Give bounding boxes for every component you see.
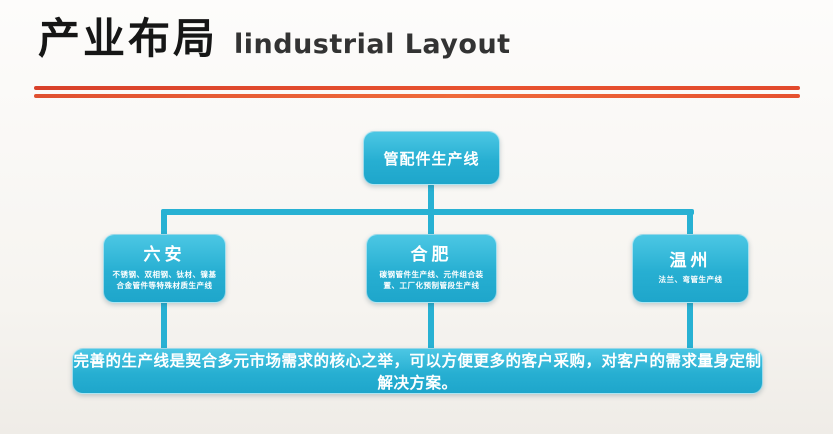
node-root-label: 管配件生产线: [383, 149, 480, 168]
connector-drop-wenzhou: [687, 212, 693, 236]
summary-text: 完善的生产线是契合多元市场需求的核心之举，可以方便更多的客户采购，对客户的需求量…: [73, 352, 762, 392]
node-branch-wenzhou: 温州 法兰、弯管生产线: [632, 234, 749, 303]
connector-down-hefei: [428, 301, 434, 350]
connector-drop-luan: [161, 212, 167, 236]
branch-name: 温州: [669, 250, 712, 271]
node-branch-luan: 六安 不锈钢、双相钢、钛材、镍基合金管件等特殊材质生产线: [103, 234, 226, 303]
branch-name: 合肥: [410, 245, 453, 266]
title-rule-top: [34, 86, 800, 90]
branch-name: 六安: [143, 245, 186, 266]
summary-bar: 完善的生产线是契合多元市场需求的核心之举，可以方便更多的客户采购，对客户的需求量…: [72, 348, 763, 394]
connector-down-luan: [161, 301, 167, 350]
node-branch-hefei: 合肥 碳钢管件生产线、元件组合装置、工厂化预制管段生产线: [366, 234, 497, 303]
connector-down-wenzhou: [687, 301, 693, 350]
connector-drop-hefei: [428, 212, 434, 236]
page-title: 产业布局 lindustrial Layout: [38, 14, 511, 64]
page-title-zh: 产业布局: [38, 14, 219, 63]
node-root-pipe-fittings-line: 管配件生产线: [363, 131, 500, 185]
branch-desc: 碳钢管件生产线、元件组合装置、工厂化预制管段生产线: [379, 269, 484, 291]
title-rule-bottom: [34, 94, 800, 98]
connector-root-down: [428, 184, 434, 212]
connector-horizontal: [161, 209, 694, 215]
branch-desc: 法兰、弯管生产线: [658, 275, 723, 285]
branch-desc: 不锈钢、双相钢、钛材、镍基合金管件等特殊材质生产线: [112, 269, 217, 291]
page-title-en: lindustrial Layout: [234, 29, 511, 60]
